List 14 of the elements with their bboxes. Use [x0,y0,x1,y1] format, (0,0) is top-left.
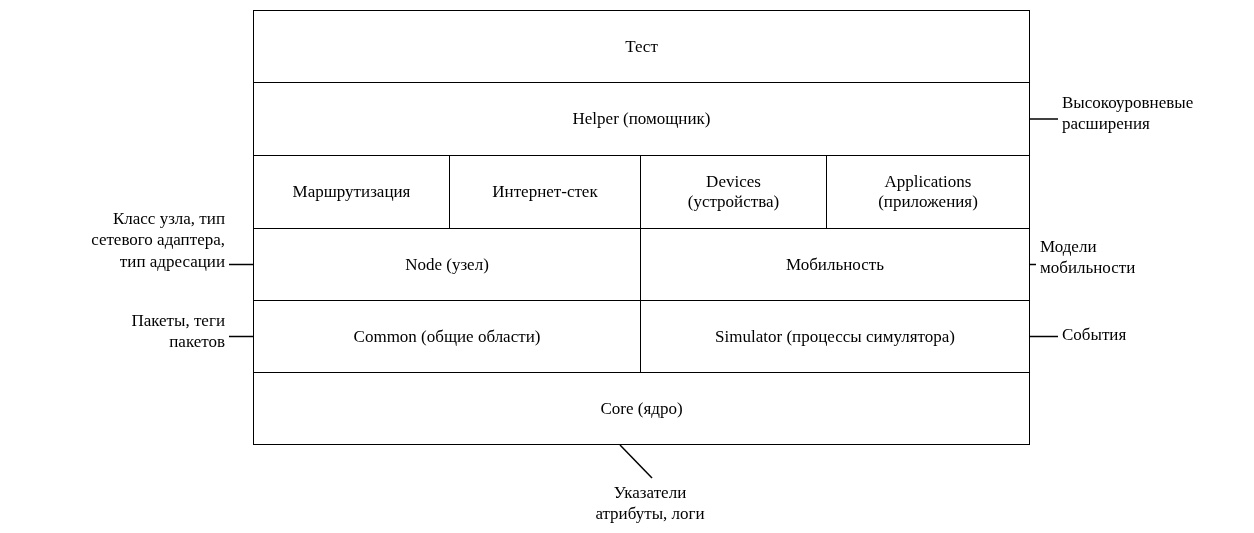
leader-line [228,335,254,338]
leader-line [228,263,254,266]
annotation-text: События [1062,324,1162,346]
annotation-text: Высокоуровневые расширения [1062,92,1232,135]
leader-line [619,444,653,479]
layer-box: Core (ядро) [253,372,1030,445]
annotation-text: Модели мобильности [1040,236,1160,279]
annotation-text: Класс узла, тип сетевого адаптера, тип адресации [72,208,225,272]
layer-box: Тест [253,10,1030,83]
annotation-text: Пакеты, теги пакетов [118,310,225,353]
leader-line [1029,118,1059,120]
layer-box: Helper (помощник) [253,82,1030,156]
annotation-text: Указатели атрибуты, логи [595,482,705,525]
leader-line [1029,335,1059,338]
